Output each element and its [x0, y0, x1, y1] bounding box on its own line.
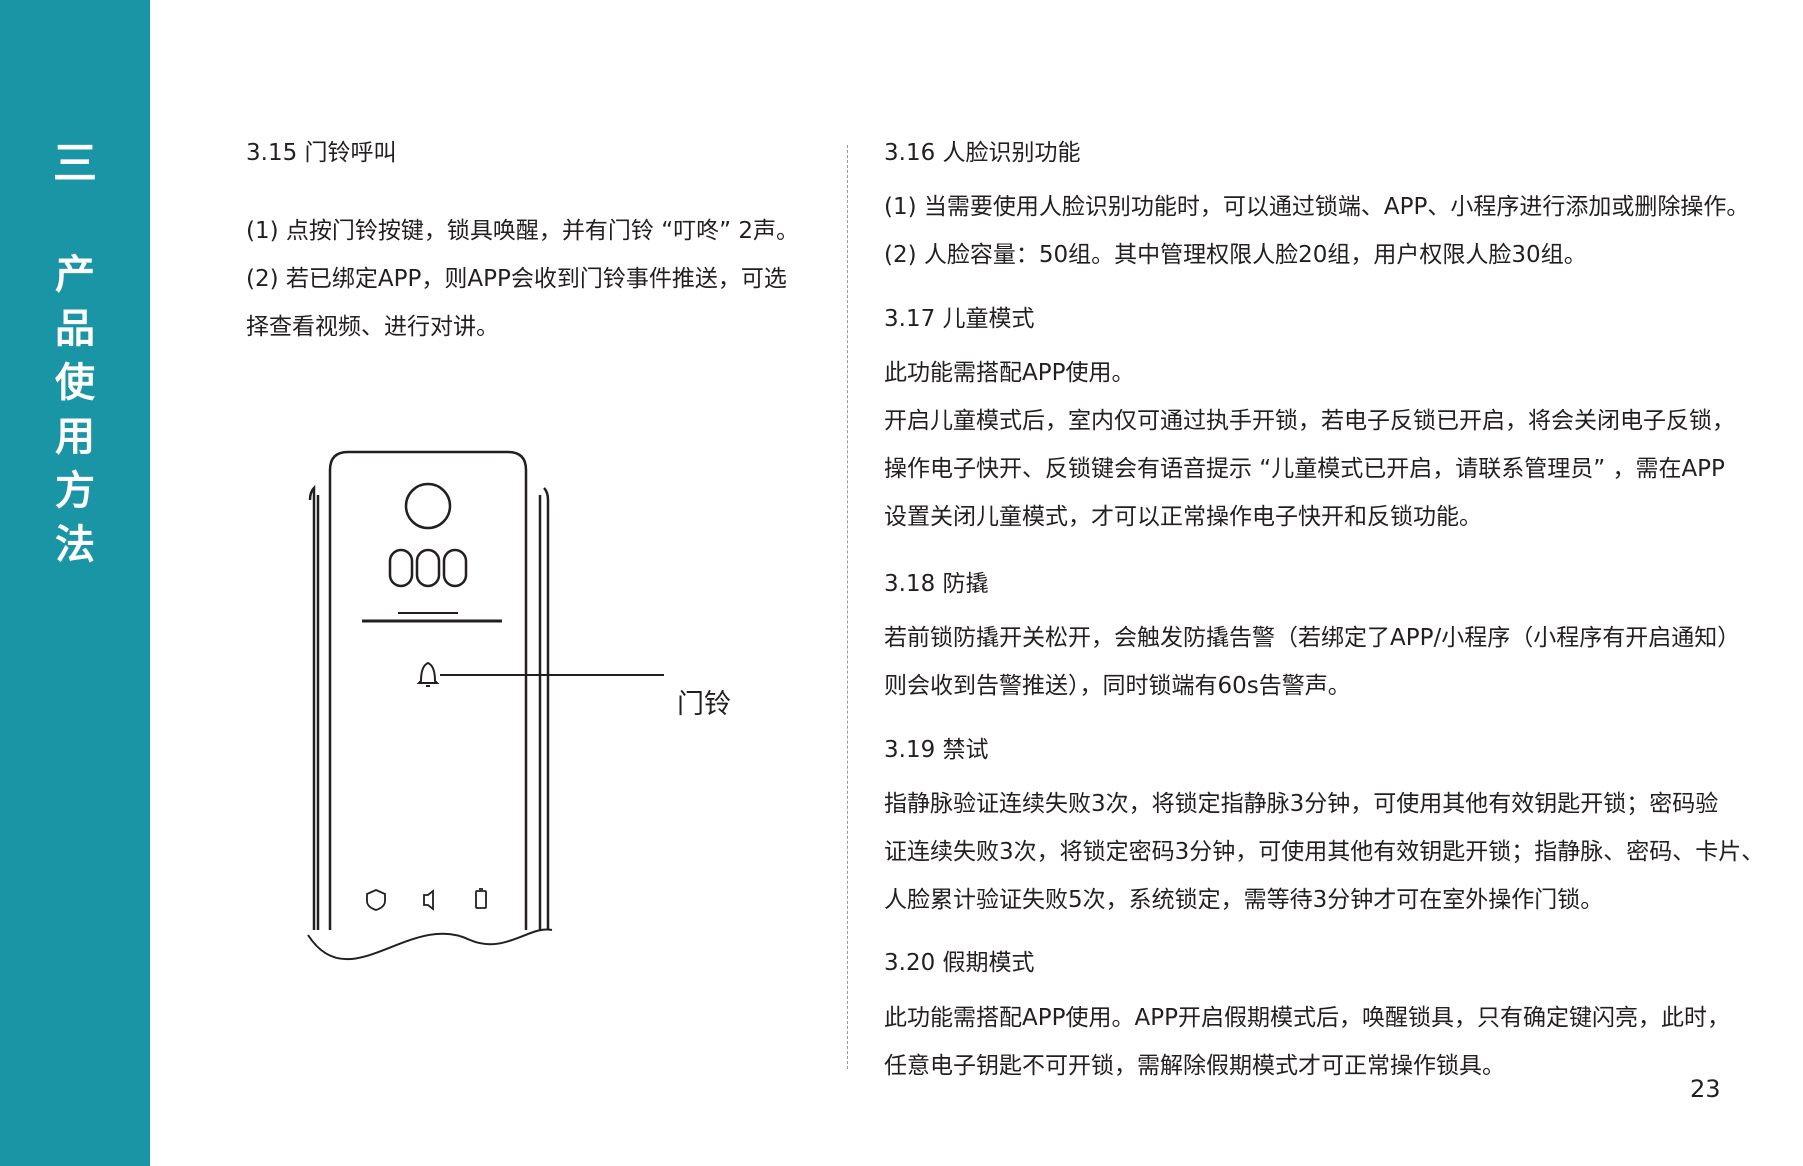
section-3-15-heading: 3.15 门铃呼叫 [246, 140, 397, 166]
section-3-17-line: 操作电子快开、反锁键会有语音提示 “儿童模式已开启，请联系管理员” ，需在APP [884, 456, 1725, 482]
section-3-17-line: 设置关闭儿童模式，才可以正常操作电子快开和反锁功能。 [884, 504, 1482, 530]
chapter-title-char: 法 [55, 522, 95, 568]
chapter-sidebar: 三 产 品 使 用 方 法 [0, 0, 150, 1166]
section-3-18-line: 则会收到告警推送），同时锁端有60s告警声。 [884, 673, 1351, 699]
lock-panel-outline [328, 450, 528, 930]
door-lock-illustration [307, 450, 664, 960]
section-3-19-line: 人脸累计验证失败5次，系统锁定，需等待3分钟才可在室外操作门锁。 [884, 887, 1604, 913]
chapter-title-char: 使 [55, 360, 95, 406]
chapter-title-char: 方 [55, 468, 95, 514]
chapter-title-char: 品 [55, 306, 95, 352]
section-3-20-line: 任意电子钥匙不可开锁，需解除假期模式才可正常操作锁具。 [884, 1053, 1505, 1079]
shield-icon [366, 889, 386, 911]
bell-icon [416, 661, 440, 687]
lock-side-rail-right [543, 487, 550, 930]
speaker-icon [423, 889, 434, 911]
section-3-19-heading: 3.19 禁试 [884, 737, 989, 763]
section-3-15-line: 择查看视频、进行对讲。 [246, 314, 499, 340]
section-3-15-line: (2) 若已绑定APP，则APP会收到门铃事件推送，可选 [246, 266, 787, 292]
chapter-title-char: 用 [55, 414, 95, 460]
section-3-17-heading: 3.17 儿童模式 [884, 306, 1035, 332]
doorbell-callout-label: 门铃 [677, 689, 731, 720]
chapter-title: 产 品 使 用 方 法 [0, 248, 150, 572]
section-3-17-line: 开启儿童模式后，室内仅可通过执手开锁，若电子反锁已开启，将会关闭电子反锁， [884, 408, 1735, 434]
section-3-18-line: 若前锁防撬开关松开，会触发防撬告警（若绑定了APP/小程序（小程序有开启通知） [884, 625, 1741, 651]
chapter-number: 三 [53, 138, 97, 189]
section-3-18-heading: 3.18 防撬 [884, 571, 989, 597]
chapter-title-char: 产 [55, 252, 95, 298]
section-3-16-line: (2) 人脸容量：50组。其中管理权限人脸20组，用户权限人脸30组。 [884, 242, 1587, 268]
section-3-15-line: (1) 点按门铃按键，锁具唤醒，并有门铃 “叮咚” 2声。 [246, 218, 799, 244]
section-3-16-heading: 3.16 人脸识别功能 [884, 140, 1081, 166]
section-3-20-heading: 3.20 假期模式 [884, 950, 1035, 976]
section-3-20-line: 此功能需搭配APP使用。APP开启假期模式后，唤醒锁具，只有确定键闪亮，此时， [884, 1005, 1730, 1031]
section-3-17-line: 此功能需搭配APP使用。 [884, 360, 1135, 386]
section-3-16-line: (1) 当需要使用人脸识别功能时，可以通过锁端、APP、小程序进行添加或删除操作… [884, 194, 1750, 220]
page-number: 23 [1690, 1075, 1721, 1103]
camera-icon [404, 482, 452, 530]
battery-icon [475, 890, 487, 909]
column-divider [847, 145, 848, 1069]
lock-side-rail-left [308, 484, 316, 930]
section-3-19-line: 证连续失败3次，将锁定密码3分钟，可使用其他有效钥匙开锁；指静脉、密码、卡片、 [884, 839, 1765, 865]
section-3-19-line: 指静脉验证连续失败3次，将锁定指静脉3分钟，可使用其他有效钥匙开锁；密码验 [884, 791, 1719, 817]
sensor-group-icon [388, 548, 468, 588]
